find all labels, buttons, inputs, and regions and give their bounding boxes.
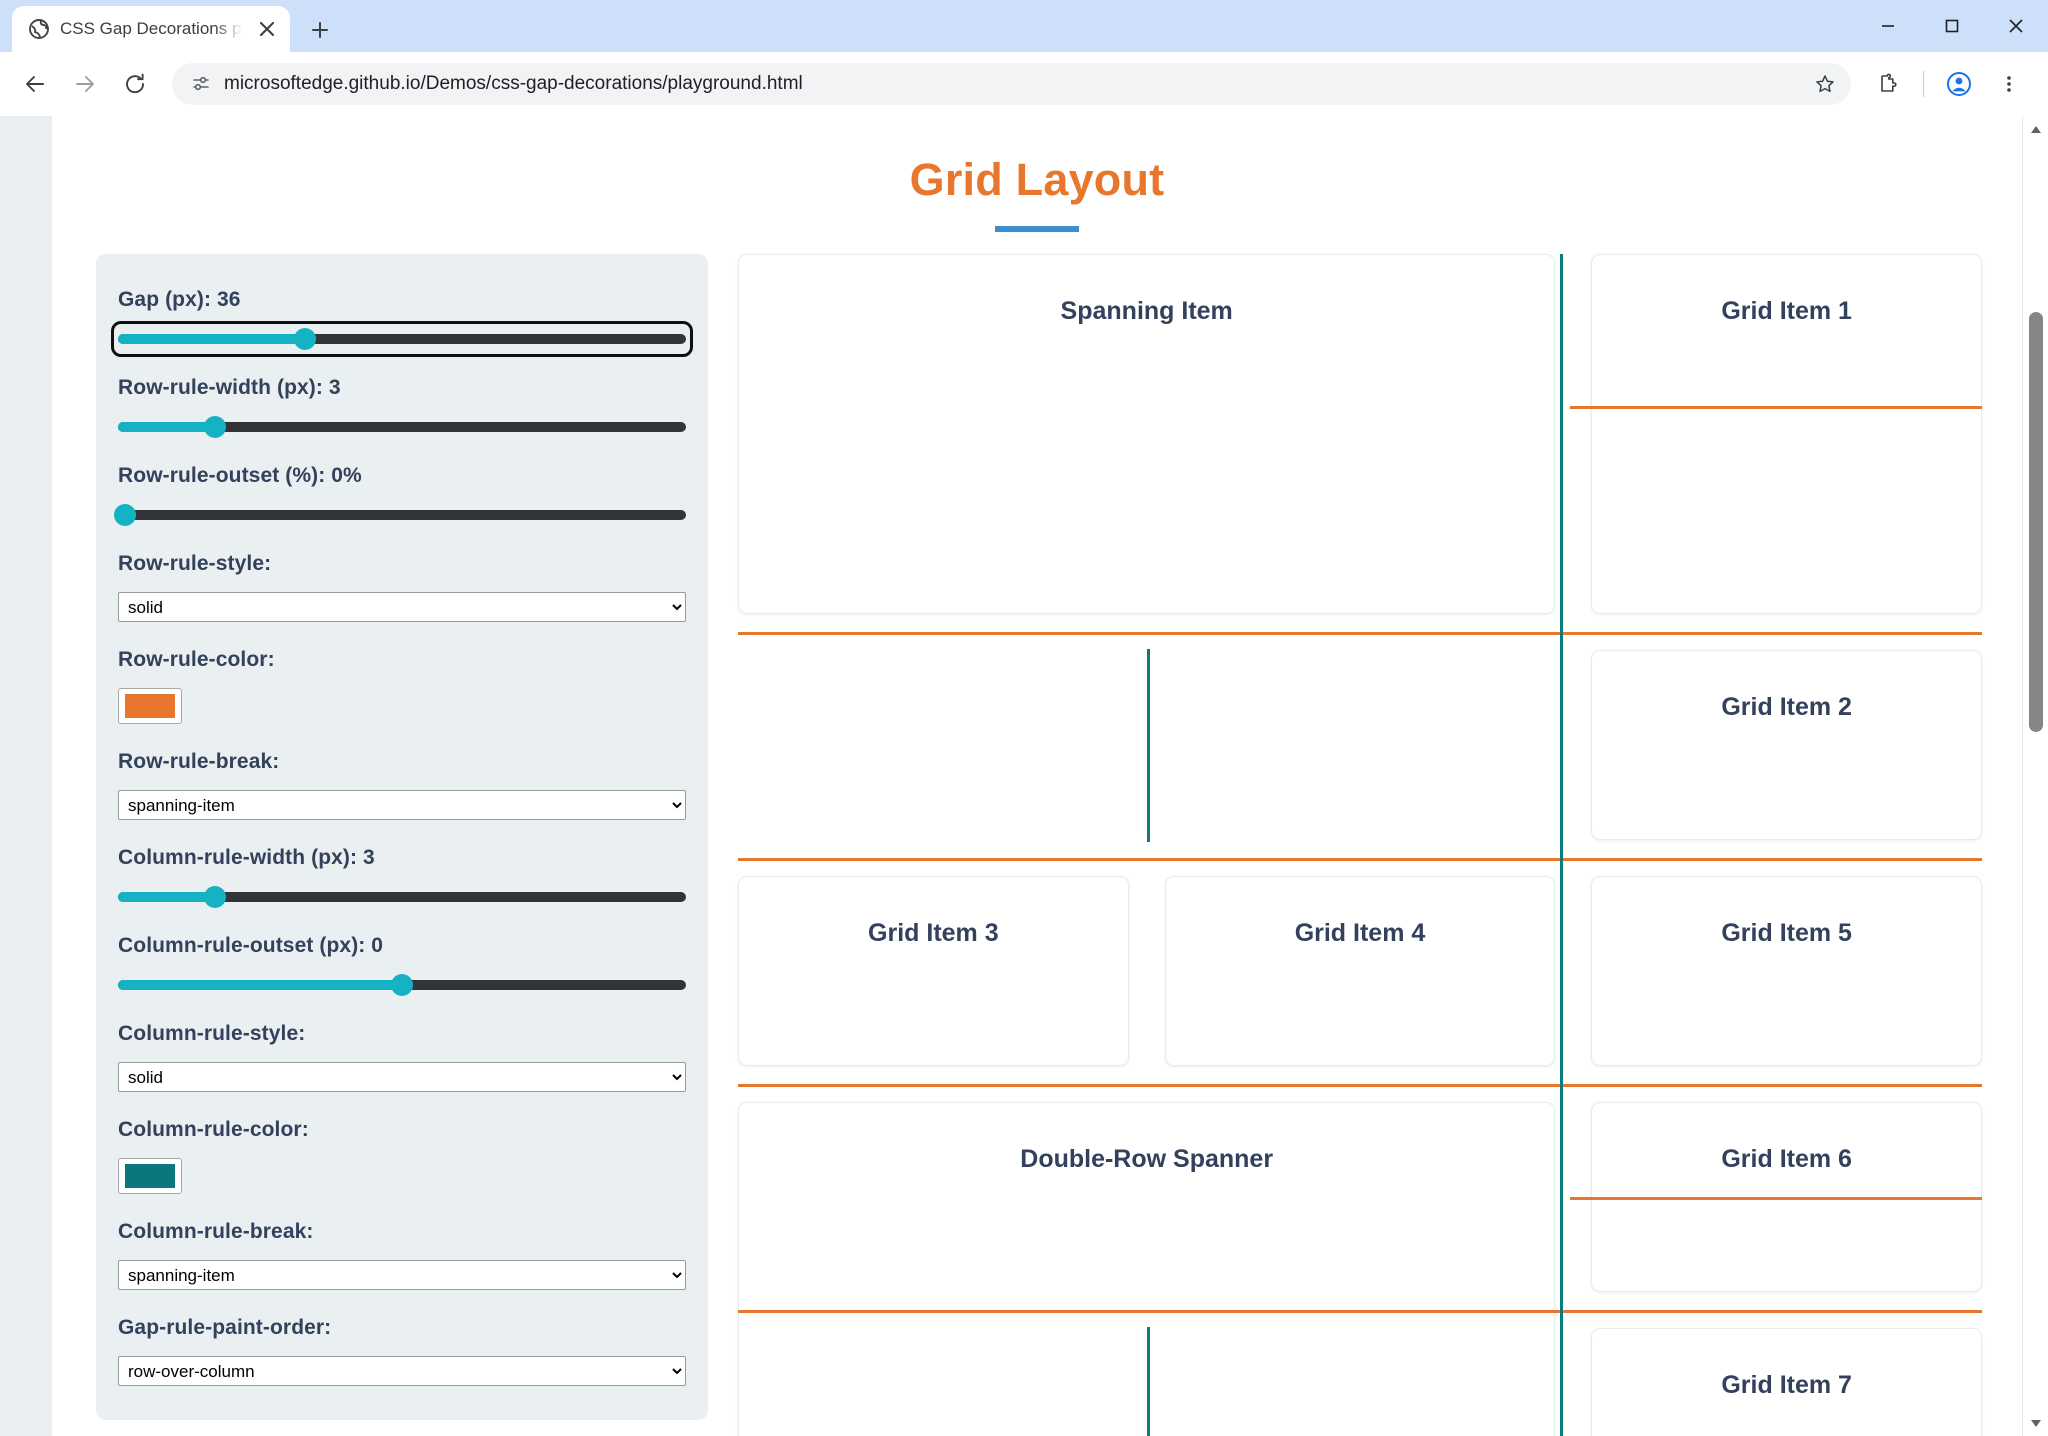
browser-tab[interactable]: CSS Gap Decorations playground xyxy=(12,6,290,52)
column-rule-outset-slider[interactable] xyxy=(118,974,686,996)
column-rule-color-swatch xyxy=(125,1164,175,1188)
maximize-icon[interactable] xyxy=(1920,0,1984,52)
back-arrow-icon[interactable] xyxy=(12,61,58,107)
minimize-icon[interactable] xyxy=(1856,0,1920,52)
row-rule-decoration xyxy=(738,858,1982,861)
control-column-rule-width: Column-rule-width (px): 3 xyxy=(118,846,686,908)
grid-item-4: Grid Item 4 xyxy=(1164,876,1556,1066)
grid-item-7: Grid Item 7 xyxy=(1591,1328,1982,1436)
control-row-rule-outset: Row-rule-outset (%): 0% xyxy=(114,464,686,526)
globe-icon xyxy=(28,18,50,40)
grid-item-1: Grid Item 1 xyxy=(1591,254,1982,614)
row-rule-color-swatch xyxy=(125,694,175,718)
scrollbar-thumb[interactable] xyxy=(2029,312,2043,732)
grid-item-double-row-spanner: Double-Row Spanner xyxy=(738,1102,1556,1436)
control-row-rule-width: Row-rule-width (px): 3 xyxy=(118,376,686,438)
control-label: Row-rule-break: xyxy=(118,750,280,773)
control-label: Row-rule-width (px): 3 xyxy=(118,376,341,399)
row-rule-outset-slider[interactable] xyxy=(114,504,686,526)
page-title: Grid Layout xyxy=(909,154,1165,205)
page-scrollbar[interactable] xyxy=(2022,116,2048,1436)
control-row-rule-style: Row-rule-style: solid xyxy=(118,552,686,622)
grid-item-3: Grid Item 3 xyxy=(738,876,1129,1066)
grid-item-spanning: Spanning Item xyxy=(738,254,1556,614)
demo-grid: Spanning Item Grid Item 1 Grid Item 2 Gr… xyxy=(738,254,1982,1436)
row-rule-width-slider[interactable] xyxy=(118,416,686,438)
row-rule-style-select[interactable]: solid xyxy=(118,592,686,622)
control-column-rule-style: Column-rule-style: solid xyxy=(118,1022,686,1092)
tune-site-settings-icon[interactable] xyxy=(186,69,216,99)
address-bar[interactable]: microsoftedge.github.io/Demos/css-gap-de… xyxy=(172,63,1851,105)
tab-close-icon[interactable] xyxy=(254,16,280,42)
star-icon[interactable] xyxy=(1805,64,1845,104)
row-rule-decoration xyxy=(738,1084,1982,1087)
grid-item-5: Grid Item 5 xyxy=(1591,876,1982,1066)
control-row-rule-color: Row-rule-color: xyxy=(118,648,686,724)
browser-toolbar: microsoftedge.github.io/Demos/css-gap-de… xyxy=(0,52,2048,116)
control-label: Row-rule-outset (%): 0% xyxy=(118,464,362,487)
window-controls xyxy=(1856,0,2048,52)
page-viewport: Grid Layout Gap (px): 36 xyxy=(0,116,2048,1436)
row-rule-break-select[interactable]: spanning-item xyxy=(118,790,686,820)
control-column-rule-color: Column-rule-color: xyxy=(118,1118,686,1194)
gap-rule-paint-order-select[interactable]: row-over-column xyxy=(118,1356,686,1386)
grid-item-2: Grid Item 2 xyxy=(1591,650,1982,840)
account-circle-icon[interactable] xyxy=(1936,61,1982,107)
control-label: Gap (px): 36 xyxy=(118,288,241,311)
control-label: Gap-rule-paint-order: xyxy=(118,1316,332,1339)
control-label: Row-rule-color: xyxy=(118,648,275,671)
web-page: Grid Layout Gap (px): 36 xyxy=(0,116,2022,1436)
control-label: Column-rule-width (px): 3 xyxy=(118,846,375,869)
controls-panel: Gap (px): 36 Row-rule-width (px): 3 xyxy=(96,254,708,1420)
puzzle-piece-icon[interactable] xyxy=(1865,61,1911,107)
gap-slider[interactable] xyxy=(111,321,693,357)
control-label: Column-rule-color: xyxy=(118,1118,309,1141)
forward-arrow-icon[interactable] xyxy=(62,61,108,107)
scroll-down-arrow-icon[interactable] xyxy=(2023,1410,2048,1436)
three-dot-menu-icon[interactable] xyxy=(1986,61,2032,107)
new-tab-button[interactable] xyxy=(298,8,342,52)
column-rule-break-select[interactable]: spanning-item xyxy=(118,1260,686,1290)
title-underline xyxy=(995,226,1079,232)
tab-strip: CSS Gap Decorations playground xyxy=(0,0,2048,52)
row-rule-decoration xyxy=(738,632,1982,635)
reload-icon[interactable] xyxy=(112,61,158,107)
column-rule-color-picker[interactable] xyxy=(118,1158,182,1194)
column-rule-width-slider[interactable] xyxy=(118,886,686,908)
control-column-rule-outset: Column-rule-outset (px): 0 xyxy=(118,934,686,996)
control-gap: Gap (px): 36 xyxy=(111,288,693,357)
scroll-up-arrow-icon[interactable] xyxy=(2023,116,2048,142)
column-rule-decoration-partial xyxy=(1147,649,1151,842)
control-gap-rule-paint-order: Gap-rule-paint-order: row-over-column xyxy=(118,1316,686,1386)
tab-title: CSS Gap Decorations playground xyxy=(60,19,244,38)
row-rule-color-picker[interactable] xyxy=(118,688,182,724)
url-text: microsoftedge.github.io/Demos/css-gap-de… xyxy=(224,73,803,94)
control-label: Row-rule-style: xyxy=(118,552,272,575)
column-rule-decoration xyxy=(1560,254,1564,1436)
grid-demo-area: Spanning Item Grid Item 1 Grid Item 2 Gr… xyxy=(738,254,1982,1436)
control-label: Column-rule-style: xyxy=(118,1022,306,1045)
control-row-rule-break: Row-rule-break: spanning-item xyxy=(118,750,686,820)
column-rule-style-select[interactable]: solid xyxy=(118,1062,686,1092)
control-column-rule-break: Column-rule-break: spanning-item xyxy=(118,1220,686,1290)
control-label: Column-rule-break: xyxy=(118,1220,314,1243)
control-label: Column-rule-outset (px): 0 xyxy=(118,934,384,957)
toolbar-divider xyxy=(1923,71,1924,97)
grid-item-6: Grid Item 6 xyxy=(1591,1102,1982,1292)
window-close-icon[interactable] xyxy=(1984,0,2048,52)
